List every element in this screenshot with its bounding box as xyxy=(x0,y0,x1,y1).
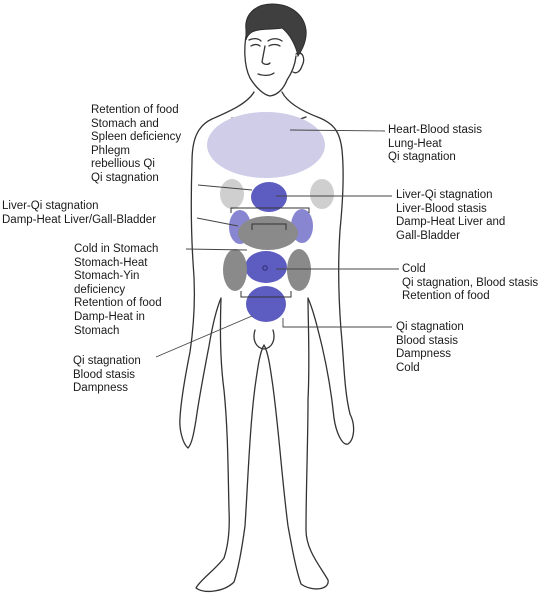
leader-lower-left xyxy=(155,315,253,358)
label-line: Qi stagnation, Blood stasis xyxy=(402,276,539,289)
navel xyxy=(262,265,268,271)
label-line: Spleen deficiency xyxy=(91,131,182,144)
label-line: Heart-Blood stasis xyxy=(388,124,482,136)
label-line: Qi stagnation xyxy=(388,151,456,164)
label-line: Damp-Heat Liver/Gall-Bladder xyxy=(2,213,157,226)
leader-liver-left xyxy=(196,217,239,227)
label-stomach-left: Cold in Stomach Stomach-Heat Stomach-Yin… xyxy=(74,243,162,338)
label-line: Dampness xyxy=(73,382,128,395)
hair xyxy=(245,3,307,58)
label-line: Blood stasis xyxy=(73,368,136,381)
mouth xyxy=(257,72,275,77)
upper-abdomen-zone xyxy=(238,216,298,250)
label-liver-right: Liver-Qi stagnation Liver-Blood stasis D… xyxy=(396,189,505,243)
label-line: Qi stagnation xyxy=(91,171,159,184)
nose xyxy=(261,45,271,66)
bracket-upper-abdomen xyxy=(251,223,287,230)
chest-zone xyxy=(207,112,325,178)
label-line: Blood stasis xyxy=(396,334,459,347)
lateral-chest-zone-left xyxy=(220,179,244,209)
label-lower-left: Qi stagnation Blood stasis Dampness xyxy=(73,355,141,396)
lateral-abdomen-zone-left xyxy=(287,249,311,291)
label-line: Gall-Bladder xyxy=(396,229,460,242)
label-line: Damp-Heat Liver and xyxy=(396,216,506,229)
label-chest-right: Heart-Blood stasis Lung-Heat Qi stagnati… xyxy=(388,124,482,165)
lateral-chest-zone-right xyxy=(310,179,334,209)
label-line: Qi stagnation xyxy=(73,355,141,367)
label-line: Retention of food xyxy=(402,290,490,303)
label-line: Retention of food xyxy=(74,297,162,310)
genitals xyxy=(253,329,275,350)
label-line: Damp-Heat in xyxy=(74,310,145,323)
umbilical-zone xyxy=(245,251,287,283)
label-liver-left: Liver-Qi stagnation Damp-Heat Liver/Gall… xyxy=(2,200,156,227)
label-line: Cold xyxy=(402,263,426,275)
label-line: Lung-Heat xyxy=(388,137,442,150)
epigastric-zone xyxy=(251,182,287,212)
leader-stomach-left xyxy=(185,248,248,251)
bracket-hypochondrium xyxy=(230,207,310,213)
leader-upper-left xyxy=(197,184,253,191)
label-line: Cold xyxy=(396,361,420,374)
label-line: Liver-Qi stagnation xyxy=(396,189,493,201)
label-upper-left: Retention of food Stomach and Spleen def… xyxy=(91,104,181,186)
label-line: Cold in Stomach xyxy=(74,243,159,255)
label-line: Stomach-Yin xyxy=(74,270,140,283)
label-line: Qi stagnation xyxy=(396,321,464,333)
label-lower-right: Qi stagnation Blood stasis Dampness Cold xyxy=(396,321,464,375)
label-umbilical-right: Cold Qi stagnation, Blood stasis Retenti… xyxy=(402,263,538,304)
label-line: Stomach-Heat xyxy=(74,256,148,269)
head-outline xyxy=(244,25,297,97)
label-line: Liver-Qi stagnation xyxy=(2,200,99,212)
leader-chest-right xyxy=(289,129,386,132)
label-line: Stomach and xyxy=(91,117,159,130)
body-outline xyxy=(179,91,355,593)
label-line: Retention of food xyxy=(91,104,179,116)
label-line: Liver-Blood stasis xyxy=(396,202,487,215)
eyebrows xyxy=(248,37,283,42)
ear xyxy=(292,52,305,74)
leader-lower-right xyxy=(282,318,392,328)
label-line: rebellious Qi xyxy=(91,158,155,171)
bracket-lateral-abdomen xyxy=(240,291,292,298)
label-line: deficiency xyxy=(74,283,126,296)
label-line: Stomach xyxy=(74,324,120,337)
label-line: Phlegm xyxy=(91,144,130,157)
eyes xyxy=(250,43,281,47)
lateral-abdomen-zone-right xyxy=(223,249,247,291)
hypogastric-zone xyxy=(246,286,286,322)
label-line: Dampness xyxy=(396,348,451,361)
